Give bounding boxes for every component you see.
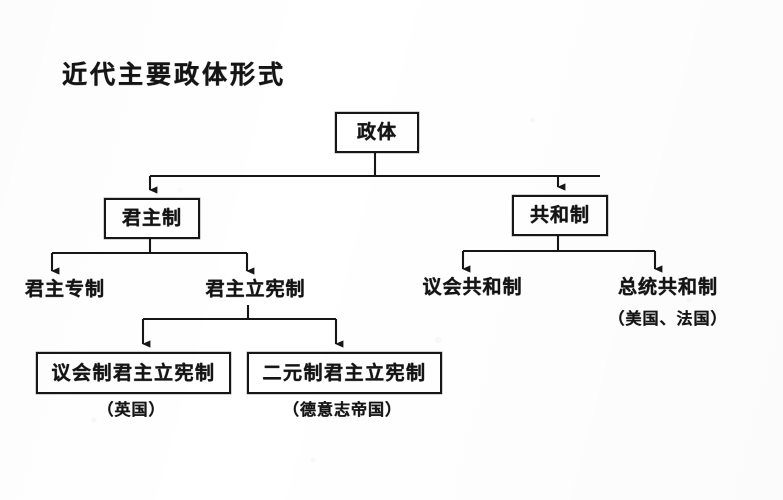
node-constitutional-monarchy: 君主立宪制 bbox=[178, 279, 333, 300]
node-presidential-republic: 总统共和制 （美国、法国） bbox=[588, 277, 748, 329]
node-label: 总统共和制 bbox=[617, 276, 718, 298]
node-label: 君主立宪制 bbox=[205, 278, 306, 300]
node-monarchy: 君主制 bbox=[104, 198, 200, 239]
node-label: 共和制 bbox=[529, 204, 590, 227]
node-republic: 共和制 bbox=[512, 195, 608, 236]
node-parliamentary-republic: 议会共和制 bbox=[400, 277, 545, 298]
node-sublabel: （美国、法国） bbox=[608, 308, 728, 328]
node-sublabel-dualist-cm: （德意志帝国） bbox=[282, 400, 402, 419]
node-sublabel-parliamentary-cm: （英国） bbox=[97, 400, 166, 419]
node-dualist-constitutional-monarchy: 二元制君主立宪制 bbox=[247, 352, 442, 394]
node-polity-root: 政体 bbox=[335, 112, 419, 153]
node-label: 议会制君主立宪制 bbox=[51, 361, 216, 384]
node-label: 君主制 bbox=[121, 207, 182, 230]
node-absolute-monarchy: 君主专制 bbox=[0, 279, 130, 300]
node-label: 议会共和制 bbox=[422, 276, 523, 298]
node-parliamentary-constitutional-monarchy: 议会制君主立宪制 bbox=[36, 352, 231, 394]
node-label: 政体 bbox=[356, 121, 397, 144]
node-label: 二元制君主立宪制 bbox=[262, 361, 427, 384]
page-title: 近代主要政体形式 bbox=[62, 60, 287, 89]
node-label: 君主专制 bbox=[24, 278, 105, 300]
